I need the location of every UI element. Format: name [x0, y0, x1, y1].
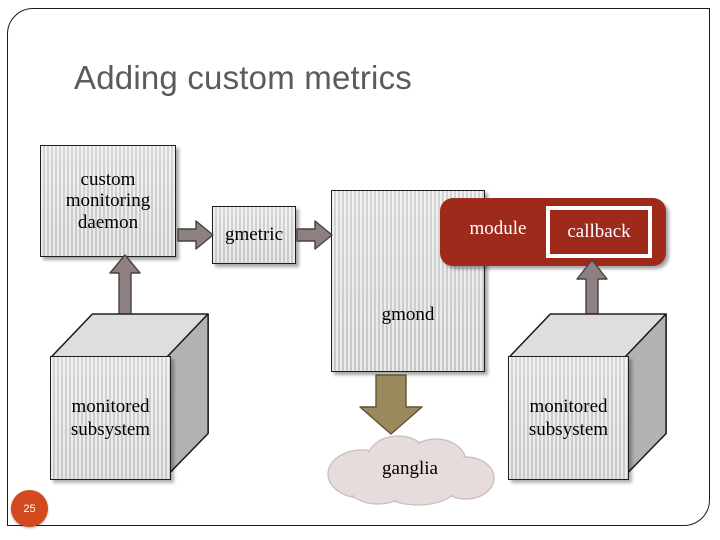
arrow-gmetric-to-gmond-icon [295, 218, 335, 252]
node-face-monitored-subsystem-right: monitored subsystem [508, 356, 629, 480]
page-number-badge: 25 [11, 490, 48, 527]
node-gmetric[interactable]: gmetric [212, 206, 296, 264]
arrow-gmond-to-ganglia-icon [356, 374, 426, 436]
node-ganglia[interactable]: ganglia [320, 430, 500, 506]
node-module[interactable]: module callback [440, 198, 666, 266]
node-monitored-subsystem-left[interactable]: monitored subsystem [50, 310, 216, 482]
cloud-icon [327, 435, 495, 506]
node-label-monitored-subsystem-right: monitored subsystem [528, 395, 609, 440]
node-monitored-subsystem-right[interactable]: monitored subsystem [508, 310, 674, 482]
node-label-gmetric: gmetric [224, 224, 284, 246]
node-face-monitored-subsystem-left: monitored subsystem [50, 356, 171, 480]
node-label-ganglia: ganglia [382, 458, 438, 479]
node-custom-monitoring-daemon[interactable]: custom monitoring daemon [40, 145, 176, 257]
node-label-callback: callback [567, 221, 631, 242]
page-title: Adding custom metrics [74, 59, 412, 96]
arrow-daemon-to-gmetric-icon [176, 218, 216, 252]
node-callback[interactable]: callback [546, 206, 652, 258]
node-label-module: module [469, 218, 527, 239]
node-label-custom-monitoring-daemon: custom monitoring daemon [65, 169, 151, 233]
node-label-gmond: gmond [381, 304, 435, 325]
node-label-monitored-subsystem-left: monitored subsystem [70, 395, 151, 440]
